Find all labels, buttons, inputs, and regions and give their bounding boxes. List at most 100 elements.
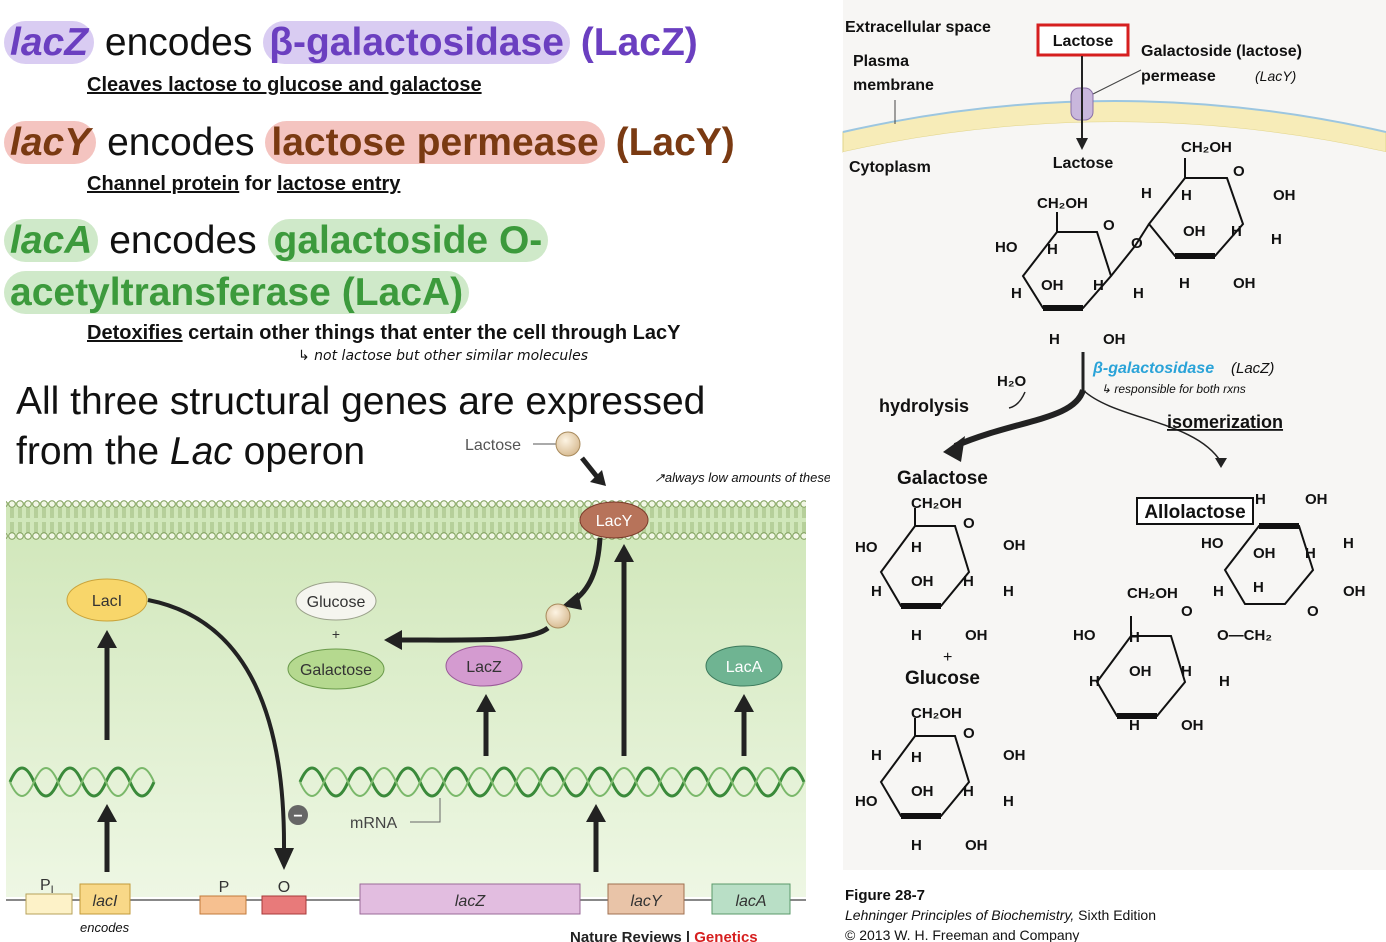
svg-text:CH₂OH: CH₂OH (1181, 139, 1232, 156)
svg-text:H: H (1253, 579, 1264, 596)
lacy-handwritten: (LacY) (1255, 68, 1296, 84)
galactose-structure (879, 508, 971, 609)
svg-text:H: H (1093, 277, 1104, 294)
laca-protein-label: LacA (726, 659, 763, 676)
summary-line-1: All three structural genes are expressed (16, 380, 706, 423)
svg-text:H: H (1305, 545, 1316, 562)
permease-label-b: permease (1141, 68, 1216, 85)
svg-text:HO: HO (855, 539, 878, 556)
lacy-protein (579, 501, 649, 539)
laca-note: Detoxifies certain other things that ent… (87, 322, 681, 344)
lacy-gene (607, 883, 685, 915)
laca-protein-name-a: galactoside O- (267, 219, 549, 262)
b-gal-label: β-galactosidase (1092, 360, 1214, 377)
cell-membrane (6, 500, 806, 540)
lacz-protein-name: β-galactosidase (263, 21, 570, 64)
lacz-encodes: encodes (104, 21, 253, 64)
pi-label: PI (40, 877, 54, 896)
lactose-molecule-outside (555, 431, 581, 457)
svg-text:OH: OH (1181, 717, 1204, 734)
lacz-handwritten: (LacZ) (1231, 360, 1274, 377)
svg-text:OH: OH (965, 837, 988, 854)
svg-text:O: O (1103, 217, 1115, 234)
svg-text:O: O (1233, 163, 1245, 180)
repression-minus-icon (288, 805, 308, 825)
lac-promoter (199, 895, 247, 915)
plasma-label-b: membrane (853, 77, 934, 94)
lacz-note: Cleaves lactose to glucose and galactose (87, 74, 482, 96)
laca-gene-label: lacA (4, 219, 99, 262)
permease-label-a: Galactoside (lactose) (1141, 43, 1302, 60)
lacz-gene-label: lacZ (455, 893, 486, 910)
book-credit: Lehninger Principles of Biochemistry, Si… (845, 907, 1156, 923)
svg-text:OH: OH (1343, 583, 1366, 600)
svg-text:O: O (1131, 235, 1143, 252)
glucose-product (295, 581, 377, 621)
plus-sign: + (943, 649, 952, 666)
cytoplasm-region (6, 502, 806, 897)
svg-text:H: H (963, 573, 974, 590)
svg-text:OH: OH (1253, 545, 1276, 562)
polycistronic-mrna (298, 766, 806, 798)
lacz-protein (445, 645, 523, 687)
encodes-note: encodes (80, 920, 130, 935)
svg-text:OH: OH (1233, 275, 1256, 292)
laca-gene-label: lacA (735, 893, 766, 910)
allolactose-box (1136, 497, 1254, 525)
svg-text:H: H (1003, 583, 1014, 600)
isomerization-arrow (1082, 389, 1222, 463)
svg-text:OH: OH (1183, 223, 1206, 240)
lactose-structure (1021, 158, 1245, 311)
lacz-gene-label: lacZ (4, 21, 95, 64)
svg-text:H: H (1133, 285, 1144, 302)
lacy-abbr: (LacY) (615, 121, 735, 164)
lacy-protein-label: LacY (596, 513, 633, 530)
lacy-line: lacY encodes lactose permease (LacY) (4, 120, 735, 166)
svg-text:H: H (1343, 535, 1354, 552)
svg-text:−: − (293, 808, 302, 825)
svg-text:H: H (911, 627, 922, 644)
lac-operator (261, 895, 307, 915)
svg-text:H: H (1089, 673, 1100, 690)
lacy-note: Channel protein for lactose entry (87, 173, 401, 195)
copyright: © 2013 W. H. Freeman and Company (845, 927, 1079, 942)
allolactose-structure (1095, 523, 1315, 719)
svg-text:CH₂OH: CH₂OH (911, 495, 962, 512)
lacz-abbr: (LacZ) (580, 21, 698, 64)
laca-line: lacA encodes galactoside O- (4, 218, 549, 264)
water-label: H₂O (997, 373, 1026, 390)
svg-text:OH: OH (965, 627, 988, 644)
glucose-structure (879, 718, 971, 819)
svg-text:OH: OH (1041, 277, 1064, 294)
glucose-label: Glucose (307, 594, 366, 611)
laca-line-2: acetyltransferase (LacA) (4, 270, 470, 316)
galactose-label: Galactose (300, 662, 372, 679)
isomerization-label: isomerization (1167, 412, 1283, 432)
always-low-note: ↗always low amounts of these proteins. (654, 470, 830, 485)
svg-text:H: H (1255, 491, 1266, 508)
svg-text:H: H (911, 539, 922, 556)
summary-line-2: from the Lac operon (16, 430, 366, 473)
lacy-encodes: encodes (107, 121, 255, 164)
hydrolysis-arrow (953, 388, 1086, 449)
allolactose-atom-labels: H OH HO OH H H H H OH O CH₂OH O O—CH₂ HO… (1073, 491, 1366, 734)
glucose-label: Glucose (905, 668, 980, 689)
laci-gene (79, 883, 131, 915)
both-rxns-note: ↳ responsible for both rxns (1101, 382, 1246, 396)
laci-protein-label: LacI (92, 593, 122, 610)
svg-text:HO: HO (995, 239, 1018, 256)
svg-text:OH: OH (911, 783, 934, 800)
lacy-gene-label: lacY (630, 893, 662, 910)
laci-promoter (25, 893, 73, 915)
plasma-label-a: Plasma (853, 53, 909, 70)
svg-text:CH₂OH: CH₂OH (911, 705, 962, 722)
svg-text:OH: OH (911, 573, 934, 590)
laca-protein-name-b: acetyltransferase (LacA) (4, 271, 470, 314)
svg-text:HO: HO (1073, 627, 1096, 644)
mrna-label: mRNA (350, 815, 397, 832)
lacz-protein-label: LacZ (466, 659, 502, 676)
svg-text:OH: OH (1273, 187, 1296, 204)
galactose-label: Galactose (897, 468, 988, 489)
svg-text:H: H (911, 749, 922, 766)
svg-text:H: H (871, 747, 882, 764)
